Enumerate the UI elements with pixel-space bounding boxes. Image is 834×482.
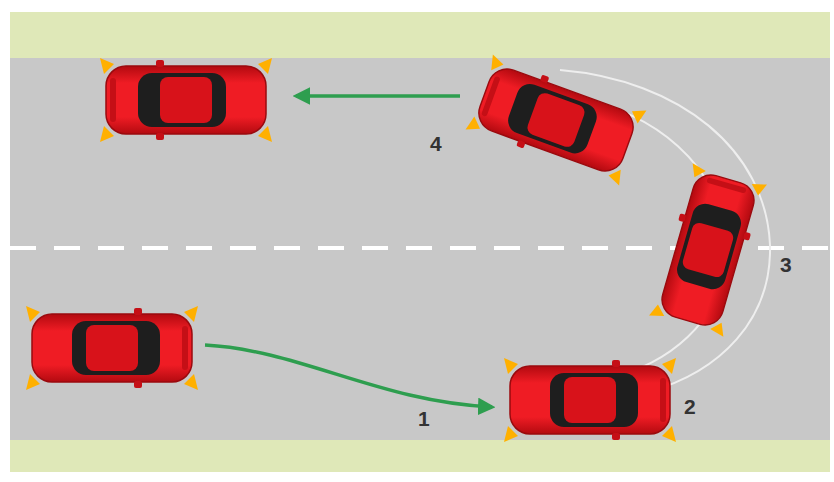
verge-bottom (10, 440, 830, 472)
callout-number: 1 (418, 408, 430, 429)
movement-arrow (205, 345, 492, 407)
car (100, 58, 272, 142)
movement-arrow (296, 94, 460, 98)
car (504, 358, 676, 442)
callout-number: 3 (780, 254, 792, 275)
car (466, 55, 647, 186)
verge-top (10, 12, 830, 58)
callout-number: 4 (430, 133, 442, 154)
car (649, 163, 767, 336)
car (26, 306, 198, 390)
callout-number: 2 (684, 396, 696, 417)
